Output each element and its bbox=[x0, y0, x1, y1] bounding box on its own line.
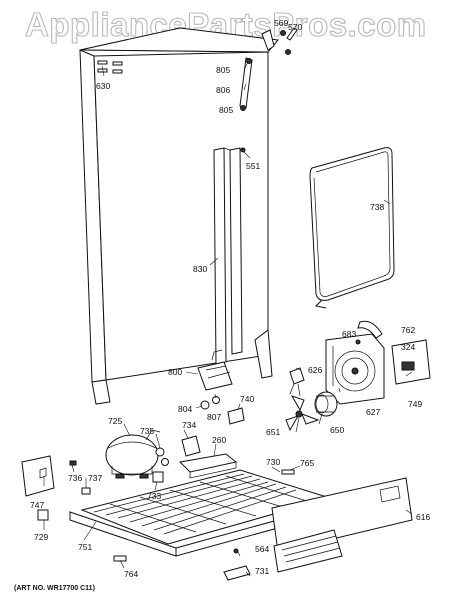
callout-749: 749 bbox=[408, 399, 422, 409]
callout-747: 747 bbox=[30, 500, 44, 510]
callout-830: 830 bbox=[193, 264, 207, 274]
callout-735: 735 bbox=[140, 426, 154, 436]
callout-807: 807 bbox=[207, 412, 221, 422]
heater-loop-part[interactable] bbox=[309, 147, 395, 309]
grommet-part[interactable] bbox=[155, 447, 165, 457]
callout-731: 731 bbox=[255, 566, 269, 576]
callout-324: 324 bbox=[401, 342, 415, 352]
art-number: (ART NO. WR17700 C11) bbox=[14, 585, 95, 592]
clip-part[interactable] bbox=[281, 469, 295, 475]
watermark-text: AppliancePartsPros.com bbox=[25, 6, 427, 43]
leader-lines bbox=[43, 61, 413, 577]
capacitor-part[interactable] bbox=[152, 471, 164, 483]
callout-764: 764 bbox=[124, 569, 138, 579]
callout-551: 551 bbox=[246, 161, 260, 171]
clip-part[interactable] bbox=[113, 555, 127, 562]
fan-motor-part[interactable] bbox=[314, 391, 338, 417]
control-part[interactable] bbox=[289, 367, 305, 397]
fan-shroud-part[interactable] bbox=[325, 333, 385, 405]
relay-box-part[interactable] bbox=[178, 453, 238, 473]
callout-labels: 569 570 805 806 805 630 551 738 830 683 … bbox=[14, 18, 430, 592]
callout-738: 738 bbox=[370, 202, 384, 212]
screw-part[interactable] bbox=[233, 548, 239, 554]
block-part[interactable] bbox=[37, 509, 49, 521]
bracket-part[interactable] bbox=[21, 455, 55, 497]
callout-564: 564 bbox=[255, 544, 269, 554]
callout-569: 569 bbox=[274, 18, 288, 28]
callout-751: 751 bbox=[78, 542, 92, 552]
callout-740: 740 bbox=[240, 394, 254, 404]
overload-part[interactable] bbox=[181, 435, 201, 457]
callout-733: 733 bbox=[147, 491, 161, 501]
rear-grille-part[interactable] bbox=[271, 477, 413, 573]
callout-765: 765 bbox=[300, 458, 314, 468]
grommet-part[interactable] bbox=[212, 396, 220, 404]
drain-tube-part[interactable] bbox=[239, 57, 253, 111]
callout-736: 736 bbox=[68, 473, 82, 483]
callout-762: 762 bbox=[401, 325, 415, 335]
clip-part[interactable] bbox=[223, 565, 251, 581]
callout-725: 725 bbox=[108, 416, 122, 426]
callout-805: 805 bbox=[219, 105, 233, 115]
grommet-part[interactable] bbox=[200, 400, 210, 410]
callout-627: 627 bbox=[366, 407, 380, 417]
fan-blade-part[interactable] bbox=[285, 395, 320, 432]
clip-part[interactable] bbox=[69, 460, 77, 466]
timer-part[interactable] bbox=[197, 349, 233, 391]
clip-part[interactable] bbox=[81, 487, 91, 495]
relay-part[interactable] bbox=[227, 407, 245, 425]
screw-part[interactable] bbox=[355, 339, 361, 345]
duct-tube-part[interactable] bbox=[357, 320, 383, 339]
callout-737: 737 bbox=[88, 473, 102, 483]
callout-730: 730 bbox=[266, 457, 280, 467]
hinge-bracket-part[interactable] bbox=[261, 27, 298, 55]
callout-630: 630 bbox=[96, 81, 110, 91]
grommet-part[interactable] bbox=[161, 458, 169, 466]
callout-260: 260 bbox=[212, 435, 226, 445]
callout-651: 651 bbox=[266, 427, 280, 437]
compressor-part[interactable] bbox=[105, 429, 161, 479]
callout-683: 683 bbox=[342, 329, 356, 339]
callout-570: 570 bbox=[288, 22, 302, 32]
callout-805: 805 bbox=[216, 65, 230, 75]
callout-650: 650 bbox=[330, 425, 344, 435]
callout-616: 616 bbox=[416, 512, 430, 522]
callout-734: 734 bbox=[182, 420, 196, 430]
callout-806: 806 bbox=[216, 85, 230, 95]
callout-804: 804 bbox=[178, 404, 192, 414]
refrigerator-cabinet bbox=[79, 27, 279, 405]
callout-800: 800 bbox=[168, 367, 182, 377]
condenser-part[interactable] bbox=[80, 469, 332, 545]
callout-729: 729 bbox=[34, 532, 48, 542]
callout-626: 626 bbox=[308, 365, 322, 375]
screw-part[interactable] bbox=[240, 147, 246, 153]
